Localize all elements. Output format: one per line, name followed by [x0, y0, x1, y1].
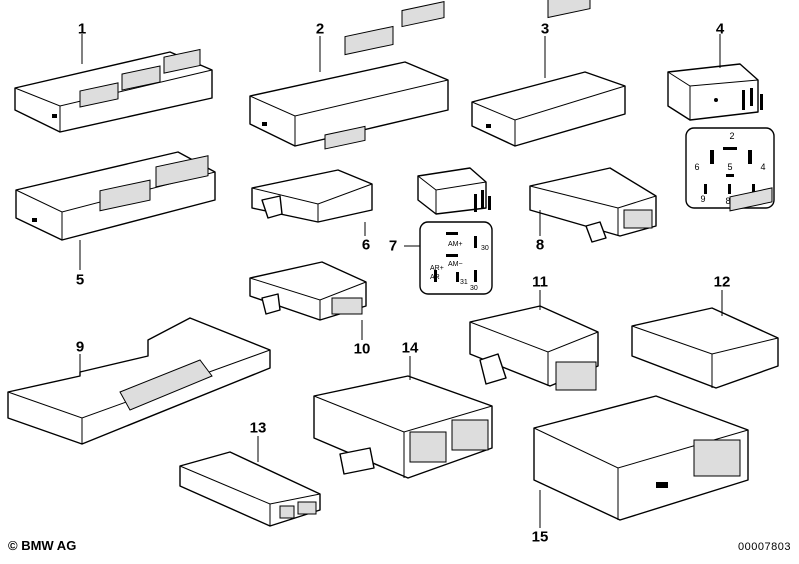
- pin-am-plus-label: AM+: [448, 241, 463, 248]
- callout-13: 13: [249, 419, 267, 437]
- pin-5-label: 5: [727, 162, 732, 172]
- pin-ar-plus-label: AR+: [430, 265, 444, 272]
- pin-30-bottom-label: 30: [470, 285, 478, 292]
- callout-7: 7: [388, 237, 398, 255]
- callout-3: 3: [540, 20, 550, 38]
- callout-11: 11: [532, 273, 548, 291]
- callout-6: 6: [361, 236, 371, 254]
- callout-1: 1: [77, 20, 87, 38]
- control-unit-3: [471, 0, 626, 147]
- control-unit-1: [14, 34, 213, 133]
- callout-9: 9: [75, 338, 85, 356]
- pin-6-label: 6: [694, 162, 699, 172]
- control-unit-2: [249, 1, 449, 147]
- control-unit-6: [251, 125, 373, 236]
- relay-7-pinout: AM+ AM− 30 AR+ AR 31 30: [404, 221, 493, 295]
- pin-ar-label: AR: [430, 274, 440, 281]
- callout-2: 2: [315, 20, 325, 38]
- control-unit-10: [249, 261, 367, 340]
- relay-4: [667, 34, 763, 121]
- control-unit-9: [7, 317, 271, 445]
- copyright-text: © BMW AG: [8, 538, 77, 553]
- control-unit-11: [469, 290, 599, 391]
- pin-8-label: 8: [725, 196, 730, 206]
- drawing-number: 00007803: [738, 541, 791, 553]
- callout-15: 15: [531, 528, 549, 546]
- control-unit-5: [15, 151, 216, 270]
- callout-10: 10: [353, 340, 371, 358]
- pin-9-label: 9: [700, 194, 705, 204]
- control-unit-8: [529, 167, 657, 243]
- relay-7: [417, 167, 491, 215]
- control-unit-15: [533, 395, 749, 528]
- pin-30-top-label: 30: [481, 245, 489, 252]
- control-unit-14: [313, 356, 493, 479]
- pin-2-label: 2: [729, 131, 734, 141]
- pin-am-minus-label: AM−: [448, 261, 463, 268]
- callout-4: 4: [715, 20, 725, 38]
- control-unit-13: [179, 436, 321, 527]
- callout-12: 12: [713, 273, 731, 291]
- callout-8: 8: [535, 236, 545, 254]
- callout-14: 14: [401, 339, 419, 357]
- pin-31-label: 31: [460, 279, 468, 286]
- callout-5: 5: [75, 271, 85, 289]
- pin-4-label: 4: [760, 162, 765, 172]
- control-unit-12: [631, 187, 779, 389]
